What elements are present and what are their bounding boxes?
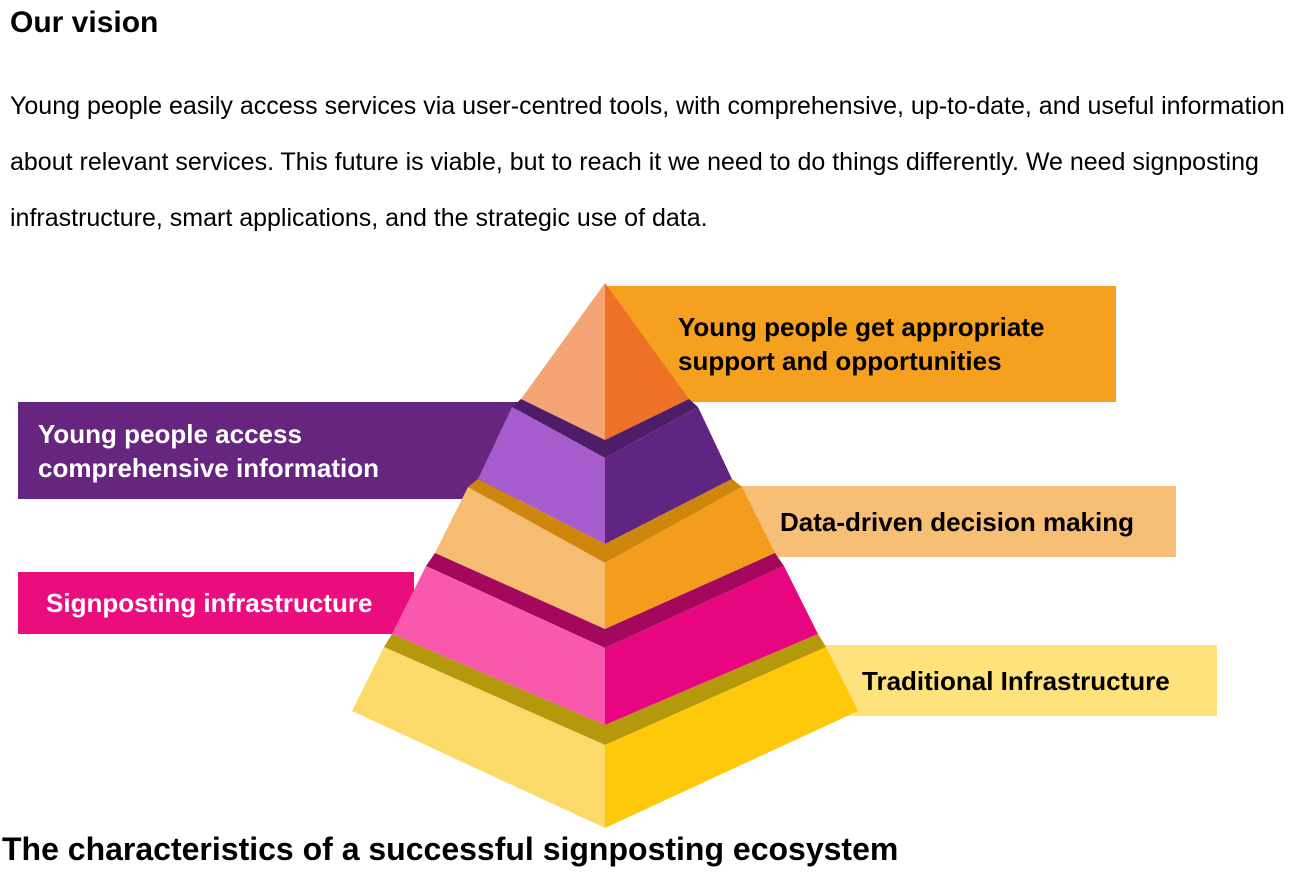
label-text: Data-driven decision making (780, 506, 1134, 537)
label-bar-support-and-opportunities: Young people get appropriate support and… (606, 286, 1116, 402)
label-text: Signposting infrastructure (46, 588, 373, 618)
vision-paragraph: Young people easily access services via … (10, 92, 1285, 232)
pyramid-tier-4-top-band (426, 553, 784, 648)
pyramid-tier-2-right-face (605, 407, 732, 544)
pyramid-tier-2-top-band (512, 399, 698, 458)
label-bar-traditional: Traditional Infrastructure (810, 645, 1217, 716)
pyramid-tier-5-top-band (384, 634, 826, 745)
label-bar-comprehensive-information: Young people access comprehensive inform… (18, 402, 518, 499)
label-bar-data-driven: Data-driven decision making (740, 486, 1176, 557)
pyramid-tier-4-right-face (605, 566, 818, 725)
vision-heading: Our vision (10, 6, 159, 39)
label-text: Young people get appropriate support and… (678, 312, 1045, 376)
pyramid-tier-1-left-face (521, 283, 605, 440)
label-text: Young people access comprehensive inform… (38, 418, 379, 483)
pyramid-tier-4-left-face (392, 566, 605, 725)
ecosystem-heading: The characteristics of a successful sign… (2, 831, 899, 867)
label-bar-signposting: Signposting infrastructure (18, 572, 414, 634)
pyramid-tier-3-left-face (435, 487, 605, 629)
pyramid-tier-5-left-face (352, 647, 605, 828)
label-text: Traditional Infrastructure (862, 665, 1170, 696)
